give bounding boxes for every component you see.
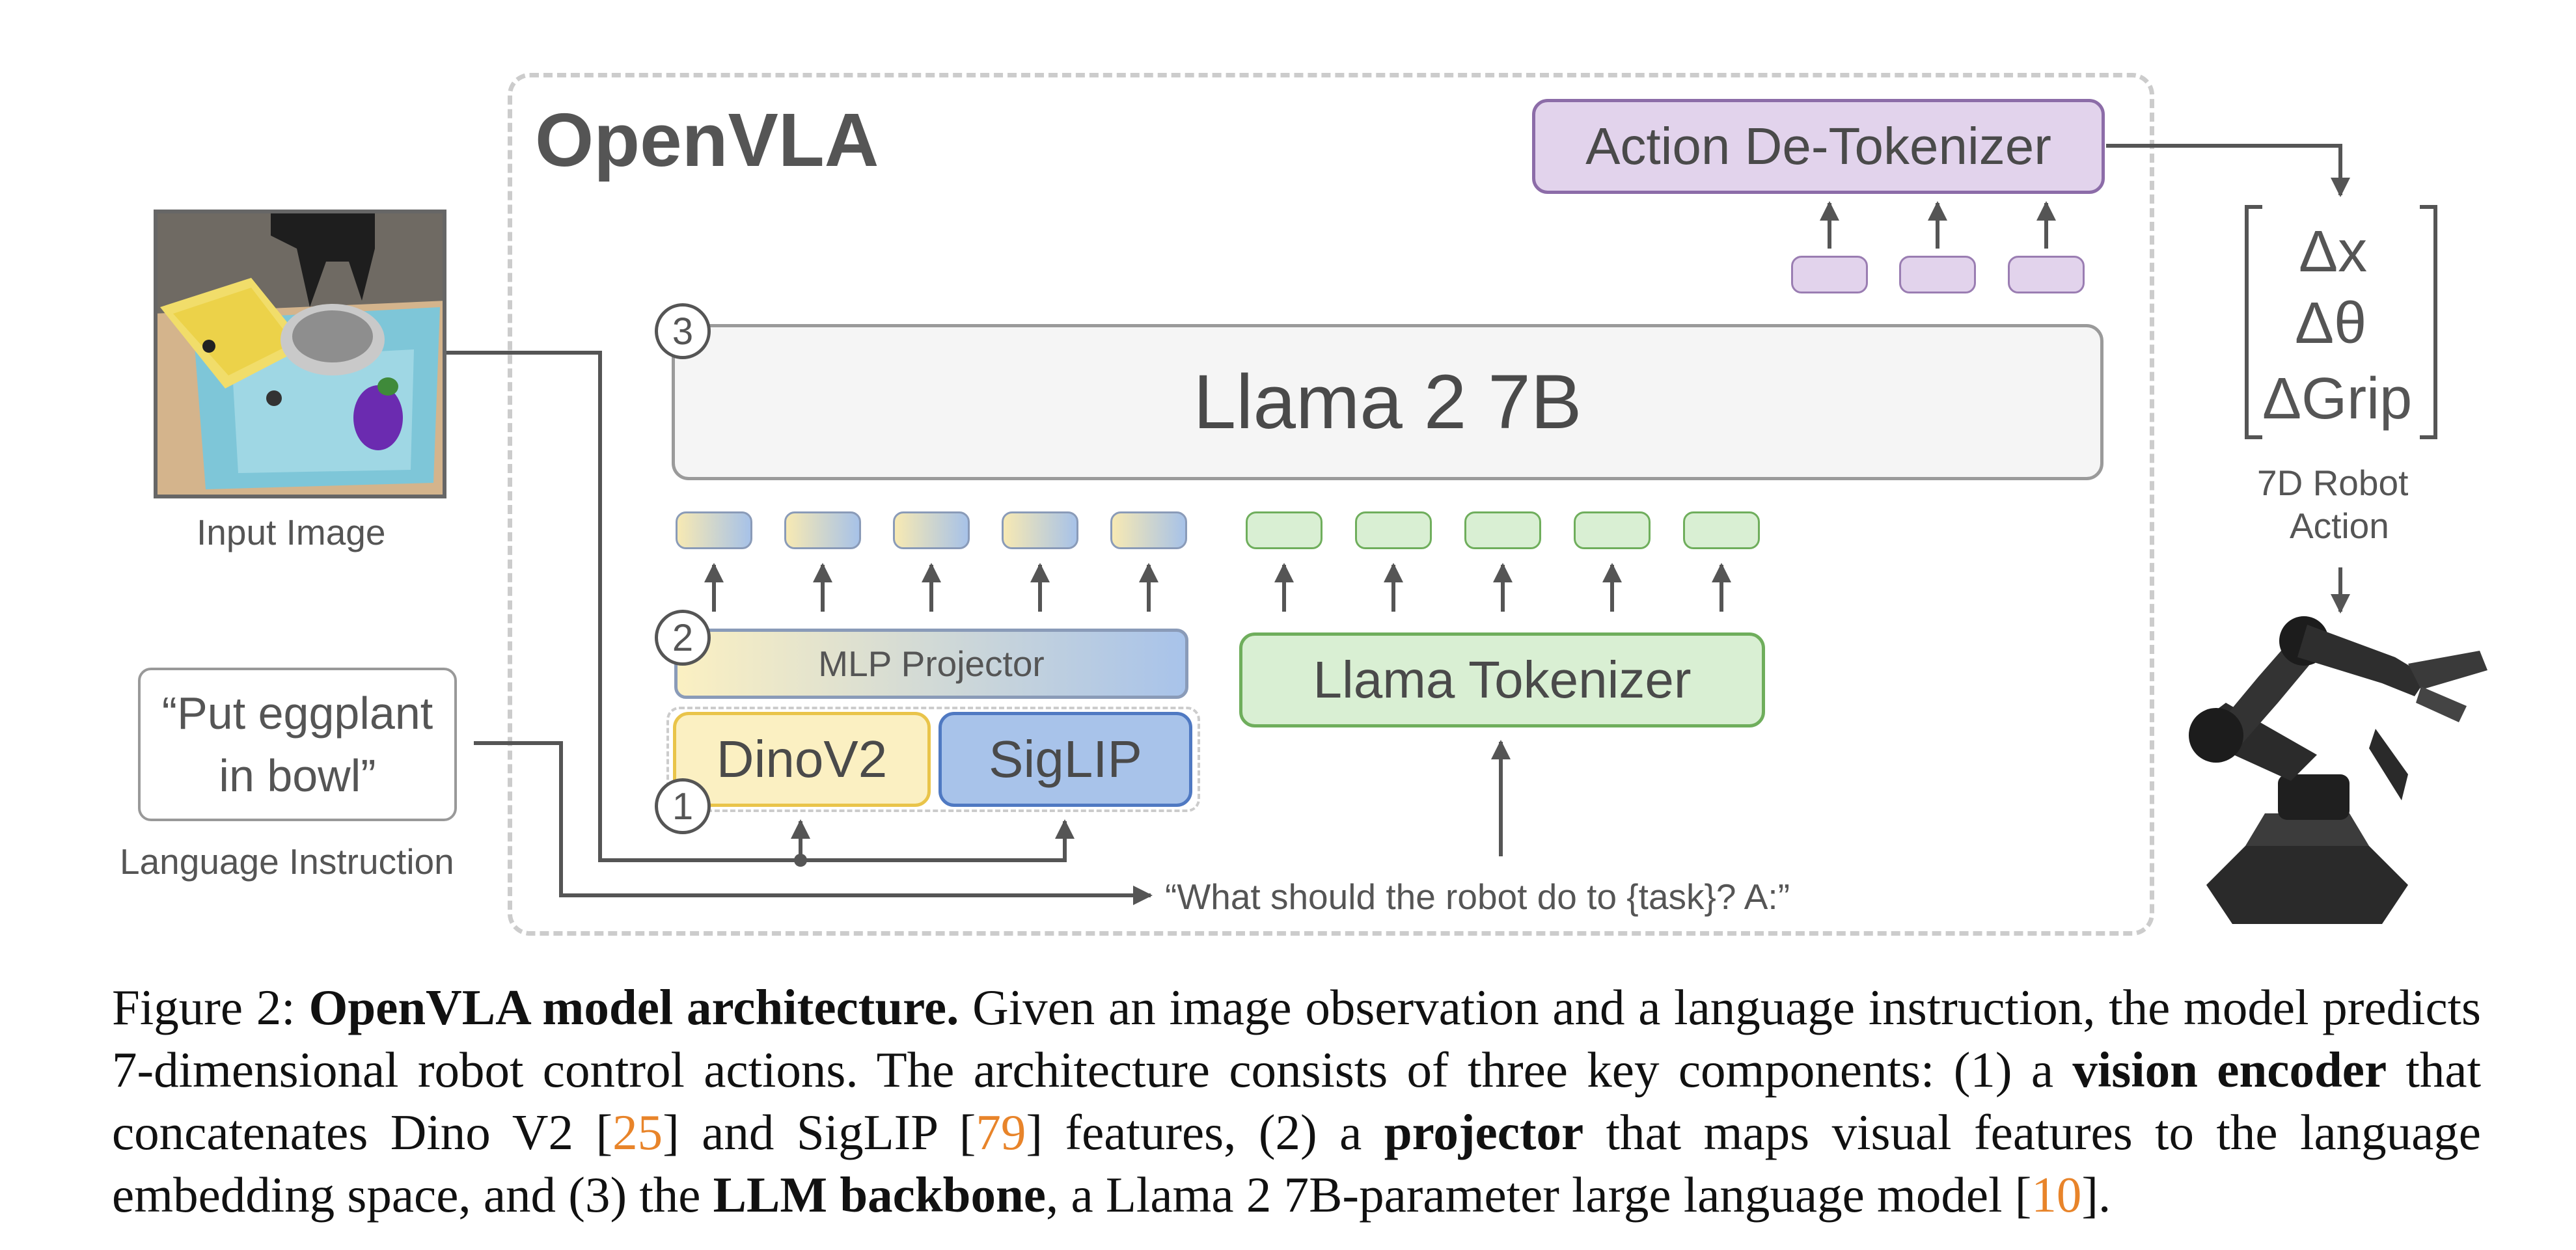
language-instruction-label: Language Instruction xyxy=(120,841,454,882)
vision-token xyxy=(1110,511,1187,549)
input-image-label: Input Image xyxy=(197,512,386,552)
caption-text: that concatenates Dino V2 [ xyxy=(112,1042,2481,1160)
action-token xyxy=(1899,256,1976,293)
caption-text: ] features, (2) a xyxy=(1026,1104,1384,1160)
llama-2-7b-box: Llama 2 7B xyxy=(672,324,2103,480)
llama-tokenizer-box: Llama Tokenizer xyxy=(1239,632,1765,727)
caption-text: that maps visual features to the languag… xyxy=(112,1104,2481,1223)
action-detokenizer-label: Action De-Tokenizer xyxy=(1585,117,2051,175)
caption-text: ] and SigLIP [ xyxy=(663,1104,976,1160)
citation-link[interactable]: 10 xyxy=(2031,1167,2082,1223)
dinov2-box: DinoV2 xyxy=(673,712,931,807)
action-delta-x: Δx xyxy=(2299,219,2368,284)
caption-text: , a Llama 2 7B-parameter large language … xyxy=(1045,1167,2032,1223)
vision-token xyxy=(676,511,752,549)
step-1-number: 1 xyxy=(672,785,694,828)
instruction-line-2: in bowl” xyxy=(219,750,376,801)
image-connector xyxy=(446,351,1075,862)
caption-text: ]. xyxy=(2081,1167,2111,1223)
action-token xyxy=(2008,256,2085,293)
figure-caption: Figure 2: OpenVLA model architecture. Gi… xyxy=(112,976,2481,1226)
vision-encoder-group xyxy=(666,707,1200,812)
step-2-badge: 2 xyxy=(655,610,711,666)
language-token xyxy=(1574,511,1651,549)
caption-figure-label: Figure 2: xyxy=(112,979,295,1035)
citation-link[interactable]: 79 xyxy=(976,1104,1026,1160)
language-token xyxy=(1246,511,1322,549)
step-3-badge: 3 xyxy=(655,303,711,359)
action-detokenizer-box: Action De-Tokenizer xyxy=(1532,99,2105,194)
input-image xyxy=(154,210,446,498)
caption-term-llm-backbone: LLM backbone xyxy=(713,1167,1046,1223)
robot-action-line-2: Action xyxy=(2290,506,2389,546)
caption-title: OpenVLA model architecture. xyxy=(308,979,959,1035)
instruction-box: “Put eggplant in bowl” xyxy=(138,668,457,821)
llama-2-7b-label: Llama 2 7B xyxy=(1193,359,1582,445)
detokenizer-to-action-connector xyxy=(2106,144,2350,197)
caption-term-projector: projector xyxy=(1384,1104,1584,1160)
prompt-template: “What should the robot do to {task}? A:” xyxy=(1165,876,1790,917)
vision-token xyxy=(1002,511,1078,549)
openvla-container xyxy=(508,73,2154,936)
robot-arm-image xyxy=(2189,616,2487,924)
llama-tokenizer-label: Llama Tokenizer xyxy=(1313,651,1692,709)
step-3-number: 3 xyxy=(672,310,694,353)
action-delta-theta: Δθ xyxy=(2295,291,2367,356)
language-token xyxy=(1464,511,1541,549)
language-token xyxy=(1355,511,1432,549)
citation-link[interactable]: 25 xyxy=(612,1104,663,1160)
openvla-title: OpenVLA xyxy=(535,98,879,182)
action-token xyxy=(1791,256,1868,293)
instruction-line-1: “Put eggplant xyxy=(161,688,433,739)
step-1-badge: 1 xyxy=(655,778,711,834)
action-vector-left-bracket xyxy=(2245,205,2262,439)
siglip-label: SigLIP xyxy=(989,730,1142,788)
step-2-number: 2 xyxy=(672,616,694,659)
action-delta-grip: ΔGrip xyxy=(2262,366,2413,431)
caption-term-vision-encoder: vision encoder xyxy=(2072,1042,2387,1098)
vision-token xyxy=(893,511,970,549)
siglip-box: SigLIP xyxy=(939,712,1192,807)
dinov2-label: DinoV2 xyxy=(716,730,888,788)
mlp-projector-box: MLP Projector xyxy=(674,629,1188,699)
robot-action-line-1: 7D Robot xyxy=(2257,463,2409,503)
caption-text: Given an image observation and a languag… xyxy=(112,979,2481,1098)
mlp-projector-label: MLP Projector xyxy=(818,644,1045,684)
action-vector-right-bracket xyxy=(2420,205,2437,439)
instruction-connector xyxy=(474,741,1153,905)
vision-token xyxy=(784,511,861,549)
language-token xyxy=(1683,511,1760,549)
